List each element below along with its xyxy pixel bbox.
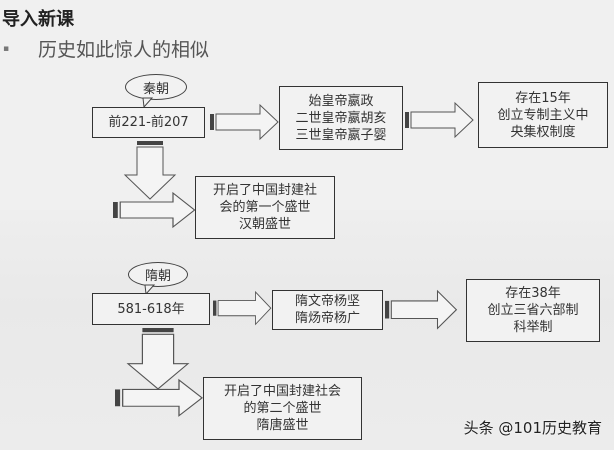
qin-label: 秦朝	[142, 81, 169, 97]
next-line: 开启了中国封建社	[212, 183, 317, 198]
next-line: 汉朝盛世	[238, 217, 291, 232]
result-line: 存在15年	[515, 90, 571, 106]
ruler: 始皇帝嬴政	[308, 93, 374, 109]
qin-period: 前221-前207	[108, 115, 189, 130]
right-arrow-icon	[209, 104, 279, 140]
qin-rulers-box: 始皇帝嬴政二世皇帝嬴胡亥三世皇帝嬴子婴	[279, 86, 403, 150]
next-line: 开启了中国封建社会	[223, 384, 341, 399]
ruler: 二世皇帝嬴胡亥	[295, 110, 387, 126]
result-line: 存在38年	[505, 286, 561, 301]
sui-next-box: 开启了中国封建社会的第二个盛世隋唐盛世	[203, 377, 362, 440]
bullet-icon: ▪	[3, 44, 10, 54]
result-line: 创立三省六部制	[487, 303, 579, 318]
sui-rulers-box: 隋文帝杨坚隋炀帝杨广	[272, 290, 383, 330]
result-line: 央集权制度	[510, 124, 576, 140]
ruler: 三世皇帝嬴子婴	[295, 127, 387, 143]
qin-callout: 秦朝	[125, 74, 187, 100]
sui-label: 隋朝	[144, 269, 171, 284]
ruler: 隋炀帝杨广	[294, 311, 360, 326]
qin-result-box: 存在15年创立专制主义中央集权制度	[478, 82, 608, 148]
right-arrow-icon	[112, 192, 196, 228]
qin-next-box: 开启了中国封建社会的第一个盛世汉朝盛世	[195, 176, 335, 239]
sui-callout: 隋朝	[128, 262, 188, 287]
result-line: 科举制	[513, 320, 553, 335]
callout-tail	[142, 97, 154, 109]
watermark: 头条 @101历史教育	[463, 419, 602, 437]
right-arrow-icon	[212, 291, 272, 325]
sui-period-box: 581-618年	[92, 293, 210, 325]
slide-subtitle: 历史如此惊人的相似	[38, 39, 210, 61]
sui-result-box: 存在38年创立三省六部制科举制	[466, 279, 600, 342]
right-arrow-icon	[404, 102, 474, 138]
sui-period: 581-618年	[117, 301, 185, 317]
result-line: 创立专制主义中	[497, 107, 589, 123]
right-arrow-icon	[384, 290, 457, 329]
right-arrow-icon	[114, 379, 203, 417]
callout-tail	[144, 284, 156, 296]
down-arrow-icon	[124, 140, 176, 200]
ruler: 隋文帝杨坚	[294, 294, 360, 309]
next-line: 隋唐盛世	[256, 418, 309, 433]
slide-title: 导入新课	[2, 9, 74, 30]
next-line: 会的第一个盛世	[219, 200, 311, 215]
qin-period-box: 前221-前207	[92, 107, 205, 138]
next-line: 的第二个盛世	[243, 401, 322, 416]
